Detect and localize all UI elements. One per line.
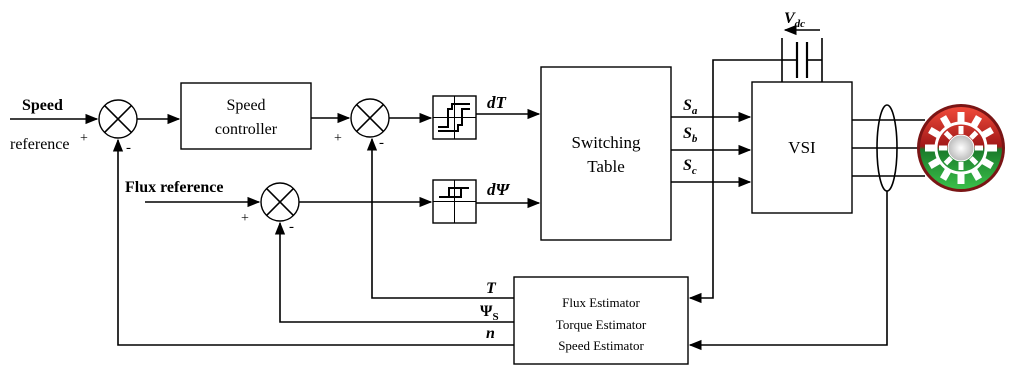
speed-sum-plus-sign: + (80, 131, 88, 146)
dc-link-capacitor (781, 24, 823, 82)
switching-table-line1: Switching (572, 133, 641, 152)
speed-sum-minus-sign: - (126, 140, 131, 156)
dT-label: dT (487, 93, 507, 112)
vdc-label: Vdc (784, 10, 805, 30)
flux-estimator-label: Flux Estimator (562, 295, 640, 310)
torque-hysteresis-comparator (432, 95, 477, 140)
dPsi-label: dΨ (487, 180, 511, 199)
sa-label: Sa (683, 97, 698, 117)
flux-sum-plus-sign: + (241, 211, 249, 226)
speed-feedback-label: n (486, 325, 495, 342)
speed-reference-label-line2: reference (10, 136, 70, 153)
switching-table-block: Switching Table (540, 66, 672, 241)
flux-reference-label: Flux reference (125, 179, 223, 196)
speed-controller-block: Speed controller (180, 82, 312, 150)
feedback-lines (112, 59, 888, 351)
flux-summing-junction (260, 182, 300, 222)
speed-estimator-label: Speed Estimator (558, 338, 644, 353)
speed-controller-line1: Speed (226, 97, 265, 114)
speed-controller-line2: controller (215, 121, 278, 138)
torque-sum-minus-sign: - (379, 135, 384, 151)
vsi-label: VSI (788, 138, 816, 157)
switching-table-line2: Table (587, 157, 625, 176)
torque-sum-plus-sign: + (334, 131, 342, 146)
sc-label: Sc (683, 157, 697, 177)
signal-lines (10, 108, 925, 209)
torque-summing-junction (350, 98, 390, 138)
induction-motor-icon (917, 104, 1005, 192)
speed-summing-junction (98, 99, 138, 139)
torque-feedback-label: T (486, 280, 497, 297)
torque-estimator-label: Torque Estimator (556, 317, 647, 332)
speed-reference-label-line1: Speed (22, 97, 63, 114)
flux-hysteresis-comparator (432, 179, 477, 224)
estimator-block: Flux Estimator Torque Estimator Speed Es… (513, 276, 689, 365)
sb-label: Sb (683, 125, 698, 145)
vsi-block: VSI (751, 81, 853, 214)
flux-feedback-label: ΨS (480, 303, 499, 323)
flux-sum-minus-sign: - (289, 219, 294, 235)
